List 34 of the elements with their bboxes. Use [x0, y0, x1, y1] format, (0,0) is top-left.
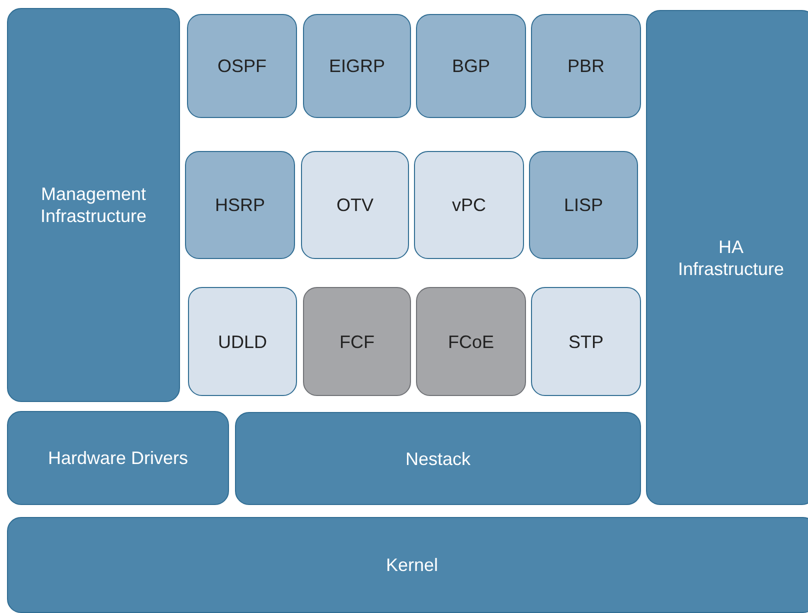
- layer-block: [187, 14, 297, 118]
- layer-block: [531, 14, 641, 118]
- layer-block: [7, 411, 229, 505]
- block-label: STP: [568, 330, 604, 352]
- block-label: Nestack: [405, 448, 471, 470]
- layer-block: [416, 14, 526, 118]
- layer-block: [7, 517, 808, 613]
- layer-block: [646, 10, 808, 505]
- layer-block: [188, 287, 297, 396]
- layer-block: [531, 287, 641, 396]
- block-label: BGP: [452, 55, 490, 77]
- block-label: UDLD: [218, 330, 267, 352]
- block-label: HSRP: [214, 194, 265, 216]
- layer-block: [7, 8, 180, 402]
- layer-block: [301, 151, 409, 259]
- block-label: PBR: [567, 55, 604, 77]
- block-label: Kernel: [386, 554, 438, 576]
- layer-block: [529, 151, 638, 259]
- block-label: Hardware Drivers: [48, 447, 188, 469]
- layer-block: [416, 287, 526, 396]
- block-label: EIGRP: [328, 55, 385, 77]
- block-label: FCF: [340, 330, 374, 352]
- block-label: Management Infrastructure: [39, 183, 148, 227]
- block-label: FCoE: [448, 330, 494, 352]
- block-label: OSPF: [217, 55, 266, 77]
- block-label: vPC: [452, 194, 486, 216]
- layer-block: [235, 412, 641, 505]
- block-label: LISP: [564, 194, 604, 216]
- block-label: OTV: [336, 194, 374, 216]
- layer-block: [414, 151, 524, 259]
- layer-block: [303, 287, 411, 396]
- layer-block: [303, 14, 411, 118]
- block-label: HA Infrastructure: [676, 236, 786, 280]
- layer-block: [185, 151, 295, 259]
